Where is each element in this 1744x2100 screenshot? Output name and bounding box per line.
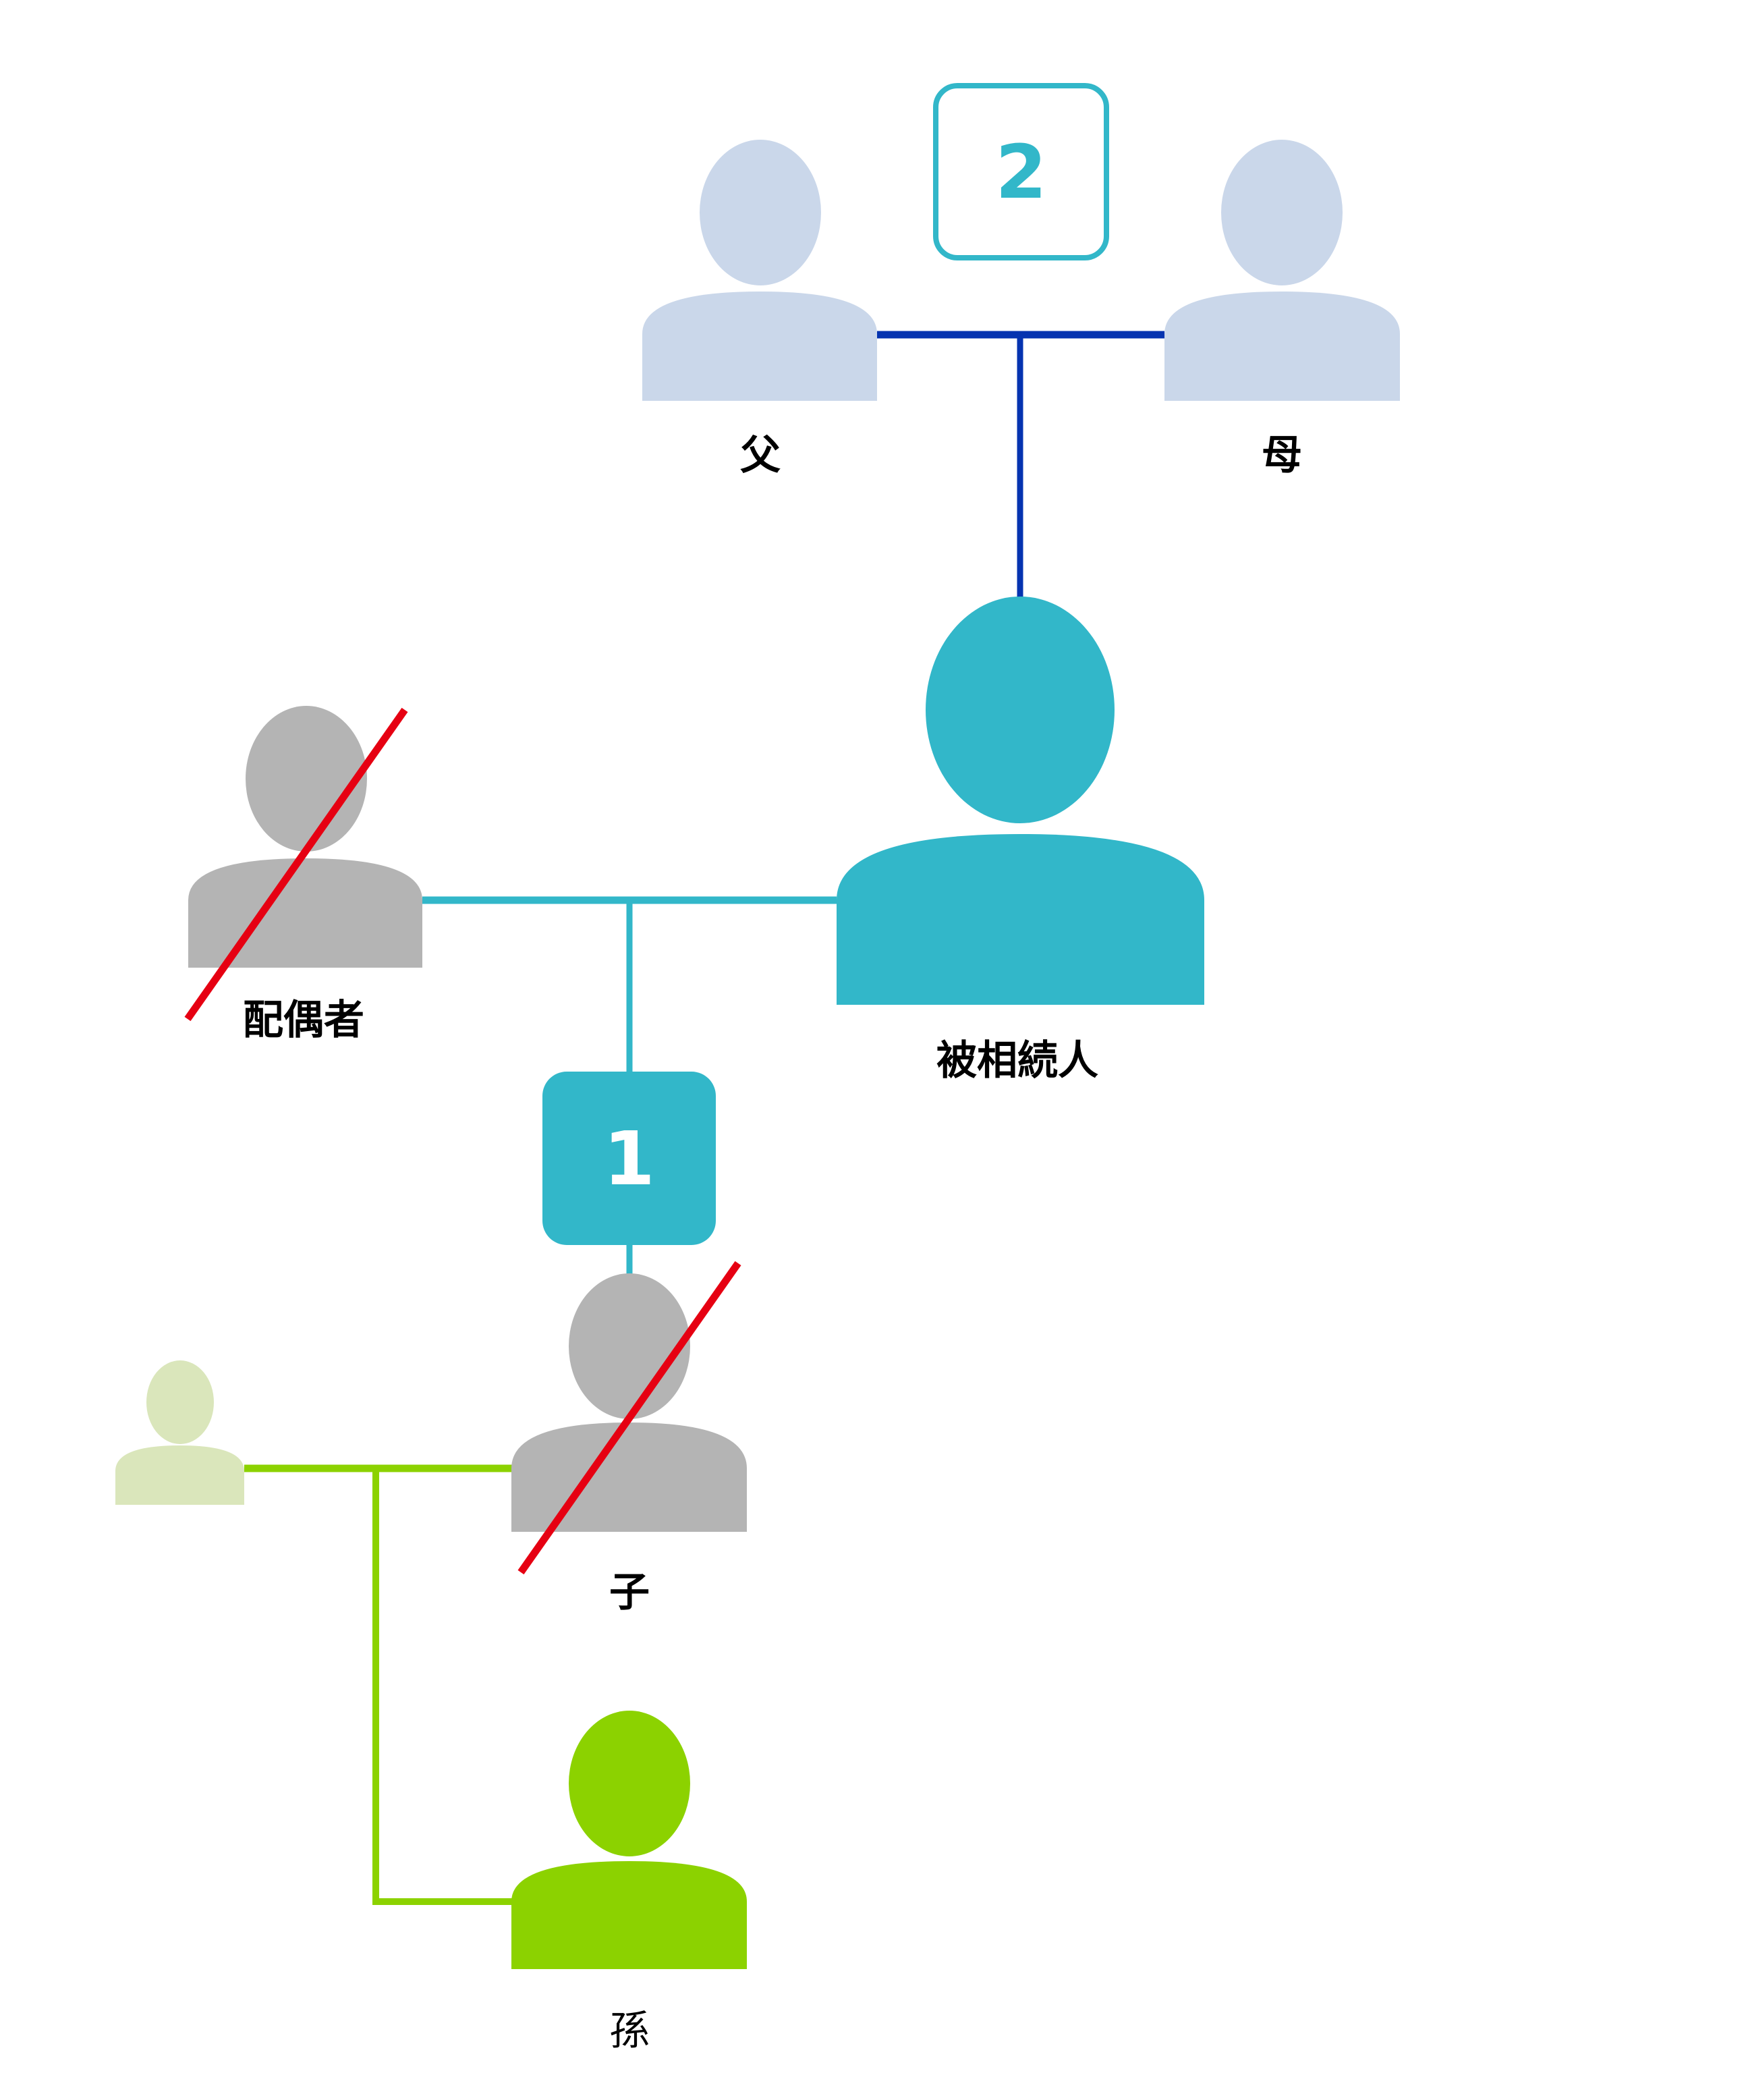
spouse-connector xyxy=(422,896,837,1275)
person-father-icon xyxy=(642,140,877,401)
body xyxy=(1164,292,1400,401)
body xyxy=(188,858,422,968)
head xyxy=(926,597,1115,823)
rank-2-number: 2 xyxy=(995,128,1047,215)
to-grandchild-line xyxy=(372,1468,513,1905)
head xyxy=(569,1711,690,1856)
head xyxy=(246,706,367,852)
head xyxy=(146,1360,214,1444)
parents-connector xyxy=(877,331,1164,601)
person-child-spouse-icon xyxy=(115,1360,244,1505)
body xyxy=(511,1861,747,1969)
label-father: 父 xyxy=(740,432,781,479)
head xyxy=(700,140,821,285)
head xyxy=(1221,140,1343,285)
label-decedent: 被相続人 xyxy=(936,1037,1098,1084)
label-child: 子 xyxy=(609,1569,650,1616)
head xyxy=(569,1273,690,1419)
body xyxy=(511,1422,747,1532)
label-spouse: 配偶者 xyxy=(243,997,364,1044)
person-decedent-icon xyxy=(837,597,1204,1005)
person-grandchild-icon xyxy=(511,1711,747,1969)
deceased-strike-spouse xyxy=(184,707,408,1022)
rank-2-badge: 2 xyxy=(933,83,1109,260)
person-spouse-icon xyxy=(188,706,422,968)
person-child-icon xyxy=(511,1273,747,1532)
label-mother: 母 xyxy=(1262,432,1302,479)
deceased-strike-child xyxy=(517,1261,741,1575)
label-grandchild: 孫 xyxy=(609,2008,650,2055)
person-mother-icon xyxy=(1164,140,1400,401)
grandchild-connector xyxy=(244,1464,513,1905)
rank-1-badge: 1 xyxy=(542,1072,716,1245)
body xyxy=(642,292,877,401)
rank-1-number: 1 xyxy=(603,1115,655,1202)
body xyxy=(837,834,1204,1005)
body xyxy=(115,1445,244,1505)
